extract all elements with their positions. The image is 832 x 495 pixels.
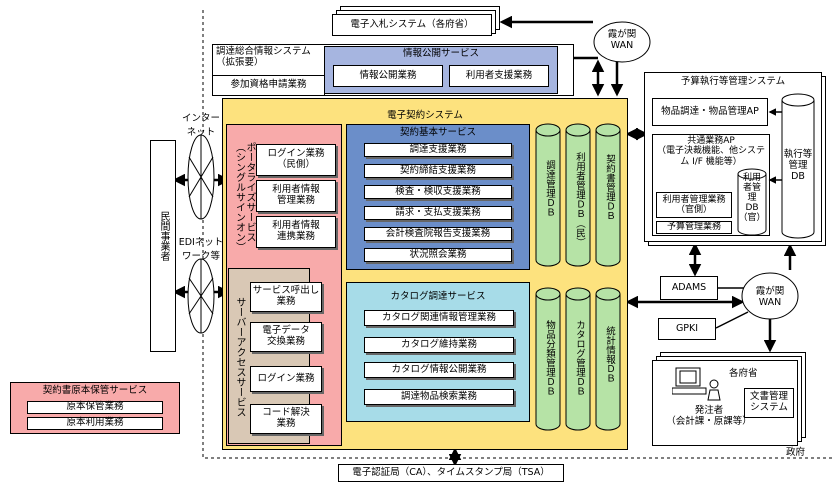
doc-mgmt-system: 文書管理 システム	[744, 388, 794, 418]
edi-network-icon	[187, 258, 215, 334]
adams: ADAMS	[660, 276, 718, 300]
kasumigaseki-wan-top-label: 霞が関 WAN	[607, 29, 637, 51]
cb-item-4: 会計検査院報告支援業務	[364, 227, 512, 241]
user-db-official-cylinder	[737, 168, 767, 236]
private-business: 民間事業者	[150, 140, 176, 352]
db-statistics-label: 統計情報ＤＢ	[604, 326, 615, 383]
info-service-title: 情報公開サービス	[402, 48, 479, 59]
server-code-resolve: コード解決 業務	[250, 404, 322, 434]
internet-label: インター ネット	[181, 113, 220, 138]
budget-mgmt: 予算管理業務	[656, 221, 732, 234]
db-user-private-label: 利用者管理ＤＢ（民）	[574, 152, 585, 247]
server-login: ログイン業務	[250, 366, 322, 392]
catalog-item-1: カタログ維持業務	[364, 337, 514, 353]
cb-item-5: 状況照会業務	[364, 248, 512, 262]
db-procurement-label: 調達管理ＤＢ	[544, 160, 555, 217]
db-goods-class-label: 物品分類管理ＤＢ	[544, 320, 555, 396]
catalog-item-3: 調達物品検索業務	[364, 389, 514, 405]
user-mgmt-official: 利用者管理業務 （官側）	[656, 192, 732, 218]
exec-db-cylinder	[781, 93, 815, 239]
cb-item-3: 請求・支払支援業務	[364, 206, 512, 220]
common-ap-title: 共通業務AP （電子決裁機能、他システ ム I/F 機能等）	[656, 136, 765, 167]
cb-item-1: 契約締結支援業務	[364, 164, 512, 178]
original-storage-title: 契約書原本保管サービス	[42, 385, 148, 396]
cb-item-0: 調達支援業務	[364, 143, 512, 157]
db-contract-doc-label: 契約書管理ＤＢ	[604, 154, 615, 221]
catalog-item-0: カタログ関連情報管理業務	[364, 310, 514, 326]
edi-network-label: EDIネット ワーク等	[178, 237, 224, 262]
catalog-title: カタログ調達サービス	[390, 291, 486, 302]
econtract-title: 電子契約システム	[387, 110, 463, 121]
user-db-official-label: 利用 者管 理 DB （官）	[738, 173, 766, 223]
portal-user-info-link: 利用者情報 連携業務	[256, 216, 336, 248]
portal-user-info-mgmt: 利用者情報 管理業務	[256, 180, 336, 212]
gpki: GPKI	[658, 318, 716, 340]
government-label: 政府	[786, 447, 806, 458]
info-disclosure-service: 情報公開サービス 情報公開業務 利用者支援業務	[324, 46, 558, 94]
procurement-info-title: 調達総合情報システム （拡張要）	[216, 46, 311, 68]
server-access-label: サーバーアクセスサービス	[234, 297, 245, 417]
db-catalog-label: カタログ管理ＤＢ	[574, 320, 585, 396]
internet-icon	[187, 134, 215, 220]
portal-login: ログイン業務 （民側）	[256, 144, 336, 176]
kasumigaseki-wan-right-cloud	[741, 272, 799, 320]
common-ap: 共通業務AP （電子決裁機能、他システ ム I/F 機能等）	[652, 134, 770, 236]
ministry-title: 各府省	[729, 368, 758, 379]
line-gpki-wan	[715, 311, 749, 329]
catalog-item-2: カタログ情報公開業務	[364, 362, 514, 378]
ca-tsa: 電子認証局（CA）、タイムスタンプ局（TSA）	[338, 464, 564, 482]
user-support-box: 利用者支援業務	[449, 65, 549, 87]
server-service-call: サービス呼出し 業務	[250, 282, 322, 312]
db-cylinders-top	[535, 123, 621, 267]
exec-db-label: 執行等 管理 DB	[783, 149, 813, 182]
goods-ap: 物品調達・物品管理AP	[652, 98, 768, 126]
private-business-label: 民間事業者	[158, 211, 169, 261]
db-cylinders-bottom	[535, 287, 621, 431]
orderer-label: 発注者 （会計課・原課等）	[666, 405, 752, 427]
contract-basic-title: 契約基本サービス	[399, 127, 476, 138]
cb-item-2: 検査・検収支援業務	[364, 185, 512, 199]
bidding-system: 電子入札システム（各府省）	[332, 14, 492, 36]
info-disclosure-box: 情報公開業務	[333, 65, 443, 87]
original-storage-service: 契約書原本保管サービス 原本保管業務 原本利用業務	[10, 382, 180, 434]
computer-user-icon	[672, 367, 721, 401]
server-data-exchange: 電子データ 交換業務	[250, 322, 322, 352]
original-keep: 原本保管業務	[27, 401, 163, 414]
original-use: 原本利用業務	[27, 417, 163, 430]
kasumigaseki-wan-right-label: 霞が関 WAN	[755, 286, 785, 308]
budget-title: 予算執行等管理システム	[680, 76, 786, 87]
kasumigaseki-wan-top-cloud	[593, 21, 651, 63]
portal-label: ポータライズサービス （シングルサインオン）	[233, 142, 256, 252]
